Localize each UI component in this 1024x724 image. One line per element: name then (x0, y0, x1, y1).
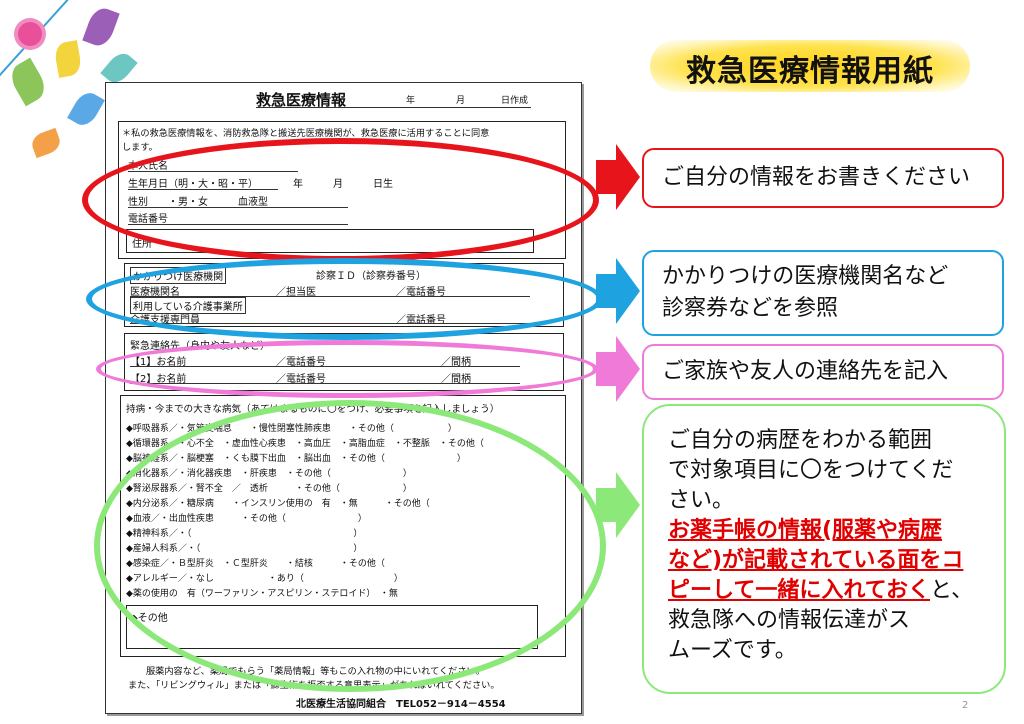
callout-history-red-2: など)が記載されている面をコ (668, 548, 964, 573)
callout-clinic-line-1: かかりつけの医療機関名など (662, 264, 949, 289)
personal-address-label: 住所 (132, 239, 152, 250)
leaf-green (5, 57, 51, 107)
form-title-underline (256, 107, 531, 108)
red-arrow (596, 160, 618, 194)
callout-history-line-1: ご自分の病歴をわかる範囲 (668, 428, 933, 453)
callout-personal-text: ご自分の情報をお書きください (662, 165, 971, 190)
pink-highlight-ellipse (96, 340, 598, 398)
callout-history-red-3: ピーして一緒に入れておく (668, 578, 931, 603)
red-highlight-ellipse (82, 138, 599, 262)
callout-history-after-red: と、 (930, 578, 974, 603)
callout-history-line-2: で対象項目に〇をつけてくだ (668, 458, 954, 483)
form-date-year: 年 (406, 96, 416, 106)
green-arrow-head (616, 472, 640, 538)
leaf-purple (82, 4, 120, 50)
form-organization: 北医療生活協同組合 TEL052－914－4554 (296, 699, 506, 710)
title-banner (650, 40, 970, 92)
leaf-orange (29, 127, 63, 159)
callout-clinic-line-2: 診察券などを参照 (662, 296, 839, 321)
flower-icon (18, 22, 42, 46)
callout-contacts-text: ご家族や友人の連絡先を記入 (662, 359, 949, 384)
form-date-made: 日作成 (501, 96, 529, 106)
blue-arrow-head (616, 258, 640, 324)
callout-history-line-8: ムーズです。 (668, 638, 797, 663)
callout-personal-info: ご自分の情報をお書きください (642, 148, 1004, 208)
form-title: 救急医療情報 (256, 91, 347, 109)
callout-history-line-3: さい。 (668, 488, 735, 513)
callout-history-line-6: ピーして一緒に入れておくと、 (668, 574, 973, 608)
blue-arrow (596, 274, 618, 308)
page-title: 救急医療情報用紙 (686, 54, 934, 89)
callout-clinic-info: かかりつけの医療機関名など 診察券などを参照 (642, 250, 1004, 336)
page-number: 2 (962, 700, 969, 711)
pink-arrow-head (616, 336, 640, 402)
green-arrow (596, 488, 618, 522)
form-date-month: 月 (456, 96, 466, 106)
consent-line-1: ＊私の救急医療情報を、消防救急隊と搬送先医療機関が、救急医療に活用することに同意 (122, 128, 490, 139)
decorative-leaves (0, 0, 150, 180)
leaf-yellow (53, 40, 83, 78)
callout-history-line-7: 救急隊への情報伝達がス (668, 608, 911, 633)
callout-contacts: ご家族や友人の連絡先を記入 (642, 344, 1004, 400)
blue-highlight-ellipse (86, 258, 603, 340)
consent-line-2: します。 (122, 142, 158, 153)
callout-history: ご自分の病歴をわかる範囲 で対象項目に〇をつけてくだ さい。 お薬手帳の情報(服… (642, 404, 1006, 694)
green-highlight-ellipse (94, 400, 606, 692)
callout-history-red-1: お薬手帳の情報(服薬や病歴 (668, 518, 943, 543)
pink-arrow (596, 352, 618, 386)
red-arrow-head (616, 144, 640, 210)
leaf-blue (67, 88, 105, 130)
